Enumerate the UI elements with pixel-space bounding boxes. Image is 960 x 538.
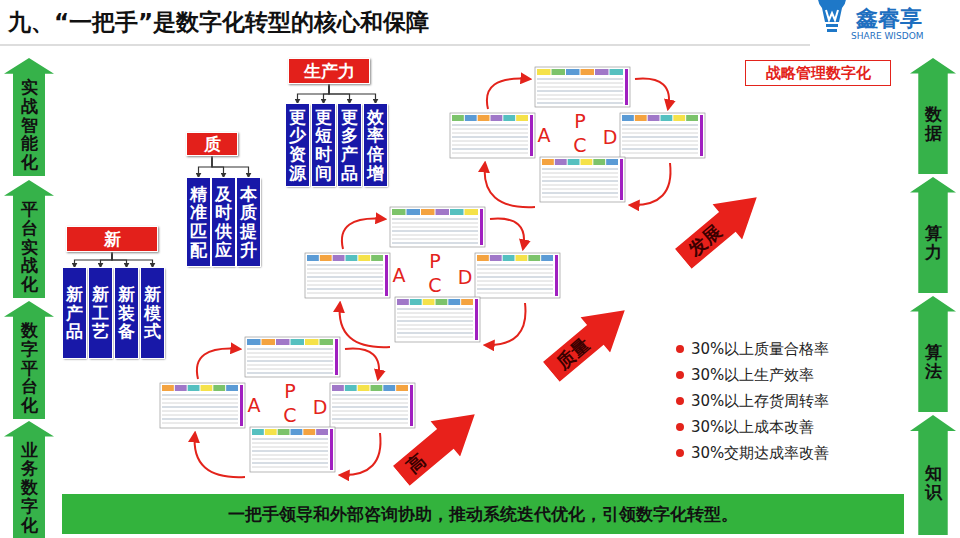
tree-connector bbox=[112, 252, 153, 268]
arrow-band: 算力 bbox=[910, 177, 956, 293]
node-text: 效率倍增 bbox=[367, 108, 384, 183]
tree-connector bbox=[212, 156, 249, 178]
pdca-letter: A bbox=[538, 124, 551, 146]
arrow-band: 算法 bbox=[910, 296, 956, 412]
item-box: 新装备 bbox=[115, 268, 138, 358]
node-text: 知识 bbox=[925, 464, 942, 501]
node-text: 及时供应 bbox=[215, 185, 232, 260]
pdca-thumbnails bbox=[160, 67, 705, 472]
arrow-band: 业务数字化 bbox=[4, 421, 54, 538]
node-text: 实战智能化 bbox=[21, 78, 38, 171]
slide-title: 九、“一把手”是数字化转型的核心和保障 bbox=[8, 7, 429, 38]
node-text: 数据 bbox=[925, 105, 942, 142]
pdca-letter: P bbox=[574, 110, 585, 132]
pdca-letter: P bbox=[284, 380, 295, 402]
red-arrow: 发展 bbox=[668, 180, 771, 277]
bullet-dots bbox=[676, 345, 684, 457]
item-box: 及时供应 bbox=[212, 178, 235, 266]
node-text: 新装备 bbox=[118, 285, 135, 341]
node-text: 更短时间 bbox=[315, 108, 332, 183]
footer-band: 一把手领导和外部咨询协助，推动系统迭代优化，引领数字化转型。 bbox=[62, 494, 904, 534]
node-text: 平台实战化 bbox=[21, 200, 38, 293]
node-text: 战略管理数字化 bbox=[766, 64, 871, 83]
item-box: 新模式 bbox=[141, 268, 164, 358]
kpi-bullet: 30%以上质量合格率 bbox=[691, 340, 829, 359]
logo-subtext: SHARE WISDOM bbox=[851, 31, 923, 41]
pdca-letter: C bbox=[573, 134, 586, 156]
node-text: 生产力 bbox=[304, 60, 355, 83]
arrow-shape bbox=[536, 293, 639, 390]
header-box: 质 bbox=[186, 132, 238, 156]
pdca-letter: D bbox=[458, 266, 473, 288]
kpi-bullet: 30%以上成本改善 bbox=[691, 418, 814, 437]
node-text: 算法 bbox=[925, 343, 942, 380]
node-text: 更多产品 bbox=[341, 108, 358, 183]
tree-connector bbox=[101, 252, 113, 268]
node-text: 质 bbox=[204, 133, 221, 156]
item-box: 效率倍增 bbox=[364, 104, 387, 186]
node-text: 数字平台化 bbox=[21, 321, 38, 414]
item-box: 更短时间 bbox=[312, 104, 335, 186]
logo-text: 鑫睿享 bbox=[856, 4, 922, 34]
pdca-cycle-arrows bbox=[195, 79, 671, 478]
header-box: 生产力 bbox=[288, 58, 370, 84]
node-text: 本质提升 bbox=[240, 185, 257, 260]
arrow-band: 实战智能化 bbox=[4, 58, 54, 176]
tree-connector bbox=[199, 156, 213, 178]
item-box: 新工艺 bbox=[89, 268, 112, 358]
tree-connector bbox=[329, 84, 376, 104]
arrow-band: 数字平台化 bbox=[4, 301, 54, 419]
pdca-letter: A bbox=[248, 394, 261, 416]
item-box: 更少资源 bbox=[286, 104, 309, 186]
pdca-letter: C bbox=[428, 274, 441, 296]
item-box: 精准匹配 bbox=[187, 178, 210, 266]
tree-connector bbox=[75, 252, 113, 268]
header-box: 战略管理数字化 bbox=[745, 60, 891, 86]
node-text: 新产品 bbox=[66, 285, 83, 341]
node-text: 新 bbox=[104, 228, 121, 251]
node-text: 一把手领导和外部咨询协助，推动系统迭代优化，引领数字化转型。 bbox=[228, 503, 738, 526]
red-arrow: 质量 bbox=[536, 293, 639, 390]
item-box: 更多产品 bbox=[338, 104, 361, 186]
kpi-bullet: 30%以上生产效率 bbox=[691, 366, 814, 385]
node-text: 精准匹配 bbox=[190, 185, 207, 260]
arrow-band: 数据 bbox=[910, 58, 956, 174]
tree-connector bbox=[298, 84, 330, 104]
node-text: 新模式 bbox=[144, 285, 161, 341]
node-text: 新工艺 bbox=[92, 285, 109, 341]
logo-icon bbox=[818, 0, 846, 32]
pdca-letter: A bbox=[393, 264, 406, 286]
pdca-letter: D bbox=[313, 396, 328, 418]
header-box: 新 bbox=[66, 226, 158, 252]
kpi-bullet: 30%交期达成率改善 bbox=[691, 444, 829, 463]
item-box: 本质提升 bbox=[237, 178, 260, 266]
pdca-letter: C bbox=[283, 404, 296, 426]
arrow-band: 知识 bbox=[910, 415, 956, 535]
tree-connector bbox=[324, 84, 330, 104]
pdca-letter: D bbox=[603, 126, 618, 148]
arrow-band: 平台实战化 bbox=[4, 180, 54, 298]
arrow-shape bbox=[668, 180, 771, 277]
node-text: 算力 bbox=[925, 224, 942, 261]
node-text: 业务数字化 bbox=[21, 441, 38, 534]
node-text: 更少资源 bbox=[289, 108, 306, 183]
pdca-letter: P bbox=[429, 250, 440, 272]
item-box: 新产品 bbox=[63, 268, 86, 358]
title-rule bbox=[0, 45, 810, 46]
kpi-bullet: 30%以上存货周转率 bbox=[691, 392, 829, 411]
